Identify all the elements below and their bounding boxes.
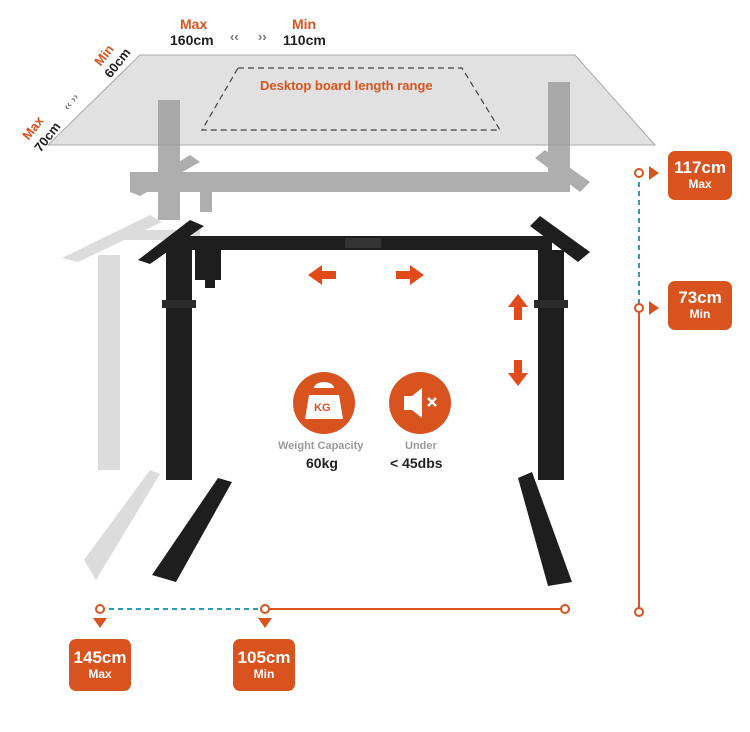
arrow-right-icon xyxy=(396,265,424,285)
noise-value: < 45dbs xyxy=(390,455,443,471)
arrow-left-icon xyxy=(308,265,336,285)
left-foot xyxy=(152,478,232,582)
arrow-up-icon xyxy=(508,294,528,320)
right-leg xyxy=(538,250,564,480)
width-min-label: Min xyxy=(292,16,317,32)
width-right-arrows: ›› xyxy=(258,29,267,44)
desk-frame xyxy=(138,216,590,586)
width-max-label: Max xyxy=(180,16,208,32)
right-foot xyxy=(518,472,572,586)
arrow-down-icon xyxy=(508,360,528,386)
width-left-arrows: ‹‹ xyxy=(230,29,239,44)
height-min-label: Min xyxy=(689,307,711,321)
noise-label: Under xyxy=(405,440,437,452)
left-leg xyxy=(166,250,192,480)
weight-capacity-value: 60kg xyxy=(306,455,338,471)
width-max-value: 160cm xyxy=(170,32,214,48)
frame-max-label: Max xyxy=(88,667,112,681)
height-max-label: Max xyxy=(688,177,712,191)
width-min-value: 110cm xyxy=(283,32,326,48)
ghost-frame-mid xyxy=(130,82,590,220)
frame-min-badge: 105cm Min xyxy=(233,639,295,691)
weight-capacity-label: Weight Capacity xyxy=(278,440,364,452)
frame-min-label: Min xyxy=(253,667,275,681)
height-max-badge: 117cm Max xyxy=(668,151,732,200)
frame-max-value: 145cm xyxy=(73,648,127,667)
ghost-frame-back xyxy=(62,215,200,580)
frame-min-value: 105cm xyxy=(237,648,291,667)
frame-max-badge: 145cm Max xyxy=(69,639,131,691)
height-min-badge: 73cm Min xyxy=(668,281,732,330)
weight-icon-text: KG xyxy=(314,402,331,414)
height-max-value: 117cm xyxy=(674,158,726,177)
height-min-value: 73cm xyxy=(678,288,722,307)
desktop-caption: Desktop board length range xyxy=(260,78,433,93)
desktop-board-ghost xyxy=(46,54,657,146)
